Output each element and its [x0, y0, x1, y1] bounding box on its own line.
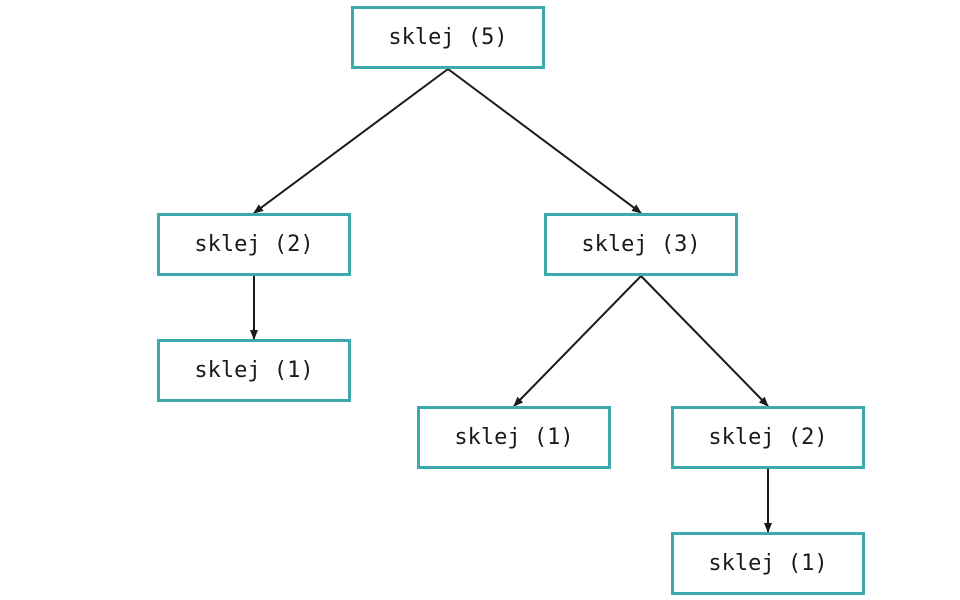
node-sklej-2-left: sklej (2) [157, 213, 351, 276]
edge-n3-to-n1b [513, 275, 642, 407]
node-sklej-1-left: sklej (1) [157, 339, 351, 402]
node-label: sklej (5) [388, 25, 508, 50]
node-label: sklej (1) [194, 358, 314, 383]
node-sklej-3: sklej (3) [544, 213, 738, 276]
node-sklej-1-middle: sklej (1) [417, 406, 611, 469]
edge-n5-to-n2a [253, 68, 449, 214]
node-label: sklej (3) [581, 232, 701, 257]
edge-n3-to-n2b [640, 275, 769, 407]
node-label: sklej (1) [454, 425, 574, 450]
node-sklej-5: sklej (5) [351, 6, 545, 69]
node-label: sklej (2) [194, 232, 314, 257]
node-label: sklej (2) [708, 425, 828, 450]
node-label: sklej (1) [708, 551, 828, 576]
node-sklej-1-bottom: sklej (1) [671, 532, 865, 595]
node-sklej-2-right: sklej (2) [671, 406, 865, 469]
edge-n5-to-n3 [447, 68, 642, 214]
